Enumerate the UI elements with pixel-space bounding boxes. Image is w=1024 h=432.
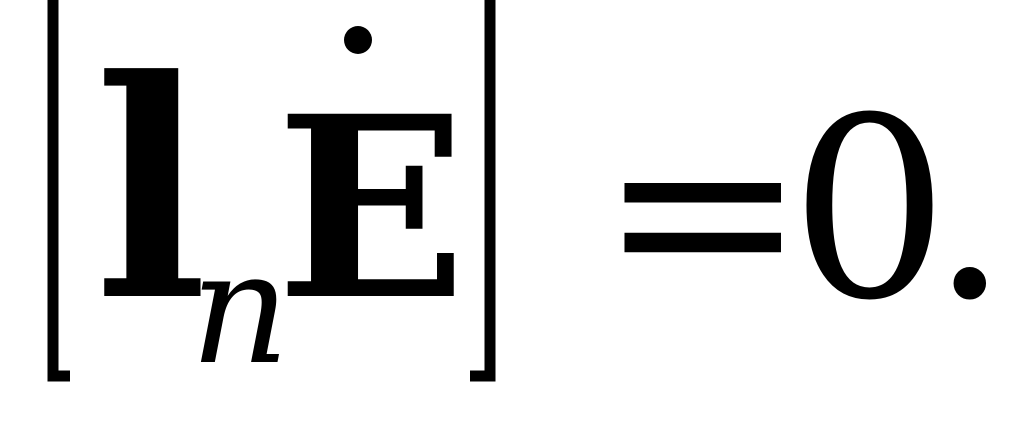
period: .: [930, 64, 1009, 355]
vector-e: E: [276, 61, 467, 355]
derivative-dot: [344, 26, 372, 54]
zero: 0: [790, 64, 949, 355]
vector-l: l: [94, 14, 208, 367]
left-bracket: [47, 0, 70, 382]
subscript-n: n: [190, 218, 290, 399]
equals-sign: =: [598, 64, 807, 355]
right-bracket: [470, 0, 496, 382]
